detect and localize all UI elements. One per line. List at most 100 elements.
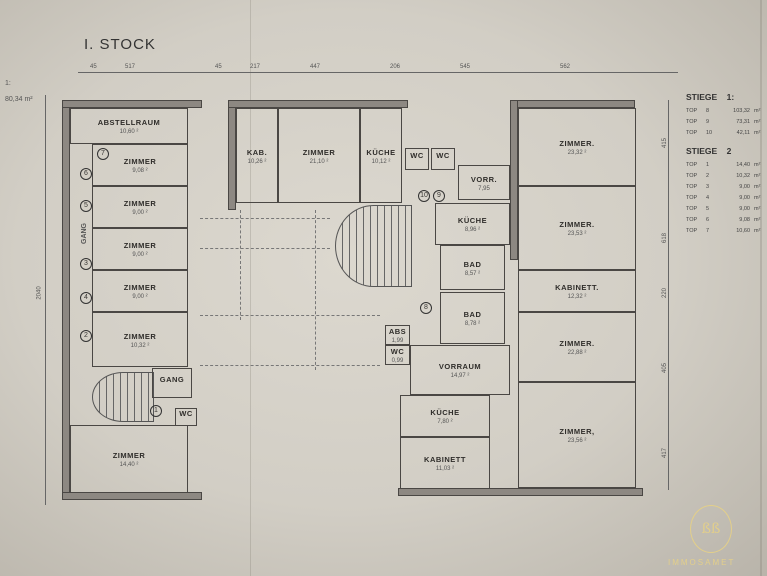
room-name: KÜCHE [366, 147, 396, 157]
room-name: ZIMMER, [559, 427, 595, 436]
room-name: KABINETT. [555, 283, 599, 292]
dimension-label: 206 [390, 64, 401, 70]
room-name: ZIMMER [123, 331, 157, 341]
corridor-label: GANG [81, 223, 88, 244]
courtyard-line [200, 248, 330, 249]
room-zimmer-27: ZIMMER. 22,88 ² [518, 312, 636, 382]
room-name: ZIMMER [123, 157, 157, 166]
unit-marker-5: 5 [80, 200, 92, 212]
room-area: 1,99 [391, 338, 404, 344]
room-name: BAD [463, 310, 482, 319]
room-name: VORRAUM [438, 362, 482, 371]
room-area: 12,32 ² [567, 294, 587, 300]
room-area: 9,00 ² [132, 210, 148, 216]
dimension-label: 517 [125, 64, 136, 70]
dimension-label: 447 [310, 64, 321, 70]
room-area: 10,12 ² [371, 158, 391, 165]
room-zimmer-28: ZIMMER, 23,56 ² [518, 382, 636, 488]
staircase [335, 205, 412, 287]
room-wc-9: WC [175, 408, 197, 426]
wall [510, 100, 518, 260]
room-name: WC [410, 151, 424, 160]
dimension-label: 417 [662, 447, 669, 459]
dimension-label: 562 [560, 64, 571, 70]
room-zimmer-25: ZIMMER.23,53 ² [518, 186, 636, 270]
wall [228, 100, 408, 108]
room-name: ABS [388, 327, 407, 336]
wall [228, 100, 236, 210]
room-area: 9,00 ² [132, 294, 148, 300]
room-area: 8,96 ² [464, 227, 481, 233]
wall [62, 100, 70, 500]
right-dimension-line [668, 100, 669, 490]
room-area: 9,08 ² [132, 168, 148, 174]
room-area: 22,88 ² [567, 350, 587, 356]
room-kab-10: KAB.10,26 ² [236, 108, 278, 203]
room-zimmer-2: ZIMMER 9,08 ² [92, 144, 188, 186]
unit-marker-6: 6 [80, 168, 92, 180]
room-name: GANG [159, 375, 185, 384]
unit-marker-10: 10 [418, 190, 430, 202]
room-name: WC [179, 409, 193, 418]
wall [62, 100, 202, 108]
courtyard-line [240, 210, 241, 320]
room-abs-19: ABS 1,99 [385, 325, 410, 345]
room-gang-7: GANG [152, 368, 192, 398]
room-name: ZIMMER [123, 283, 157, 292]
room-area: 10,32 ² [130, 342, 150, 349]
room-zimmer-8: ZIMMER 14,40 ² [70, 425, 188, 493]
room-name: VORR. [470, 174, 498, 184]
logo-text: IMMOSAMET [668, 558, 736, 567]
room-area: 23,32 ² [567, 150, 587, 156]
courtyard-line [200, 315, 380, 316]
unit-marker-7: 7 [97, 148, 109, 160]
room-zimmer-24: ZIMMER. 23,32 ² [518, 108, 636, 186]
room-area: 23,53 ² [567, 231, 587, 237]
room-name: ZIMMER. [559, 139, 595, 148]
room-area: 11,03 ² [435, 466, 455, 472]
room-area: 9,00 ² [132, 252, 148, 258]
room-area: 23,56 ² [567, 438, 587, 444]
unit-marker-8: 8 [420, 302, 432, 314]
room-name: ZIMMER. [559, 339, 595, 348]
room-name: WC [436, 151, 450, 160]
room-area: 14,97 ² [450, 373, 470, 379]
room-name: WC [390, 347, 405, 356]
room-name: ABSTELLRAUM [97, 118, 161, 127]
wall [398, 488, 643, 496]
room-name: ZIMMER [112, 451, 146, 460]
room-zimmer-5: ZIMMER 9,00 ² [92, 270, 188, 312]
dimension-label: 545 [460, 64, 471, 70]
room-area: 14,40 ² [119, 462, 139, 468]
dimension-label: 405 [662, 362, 669, 374]
courtyard-line [200, 365, 380, 366]
dimension-label: 618 [662, 232, 669, 244]
room-kabinett-26: KABINETT. 12,32 ² [518, 270, 636, 312]
unit-marker-4: 4 [80, 292, 92, 304]
unit-marker-2: 2 [80, 330, 92, 342]
room-area: 7,80 ² [437, 419, 453, 425]
left-height: 2040 [36, 286, 43, 300]
unit-marker-1: 1 [150, 405, 162, 417]
room-name: KÜCHE [430, 408, 460, 417]
floor-title: I. STOCK [84, 36, 156, 53]
